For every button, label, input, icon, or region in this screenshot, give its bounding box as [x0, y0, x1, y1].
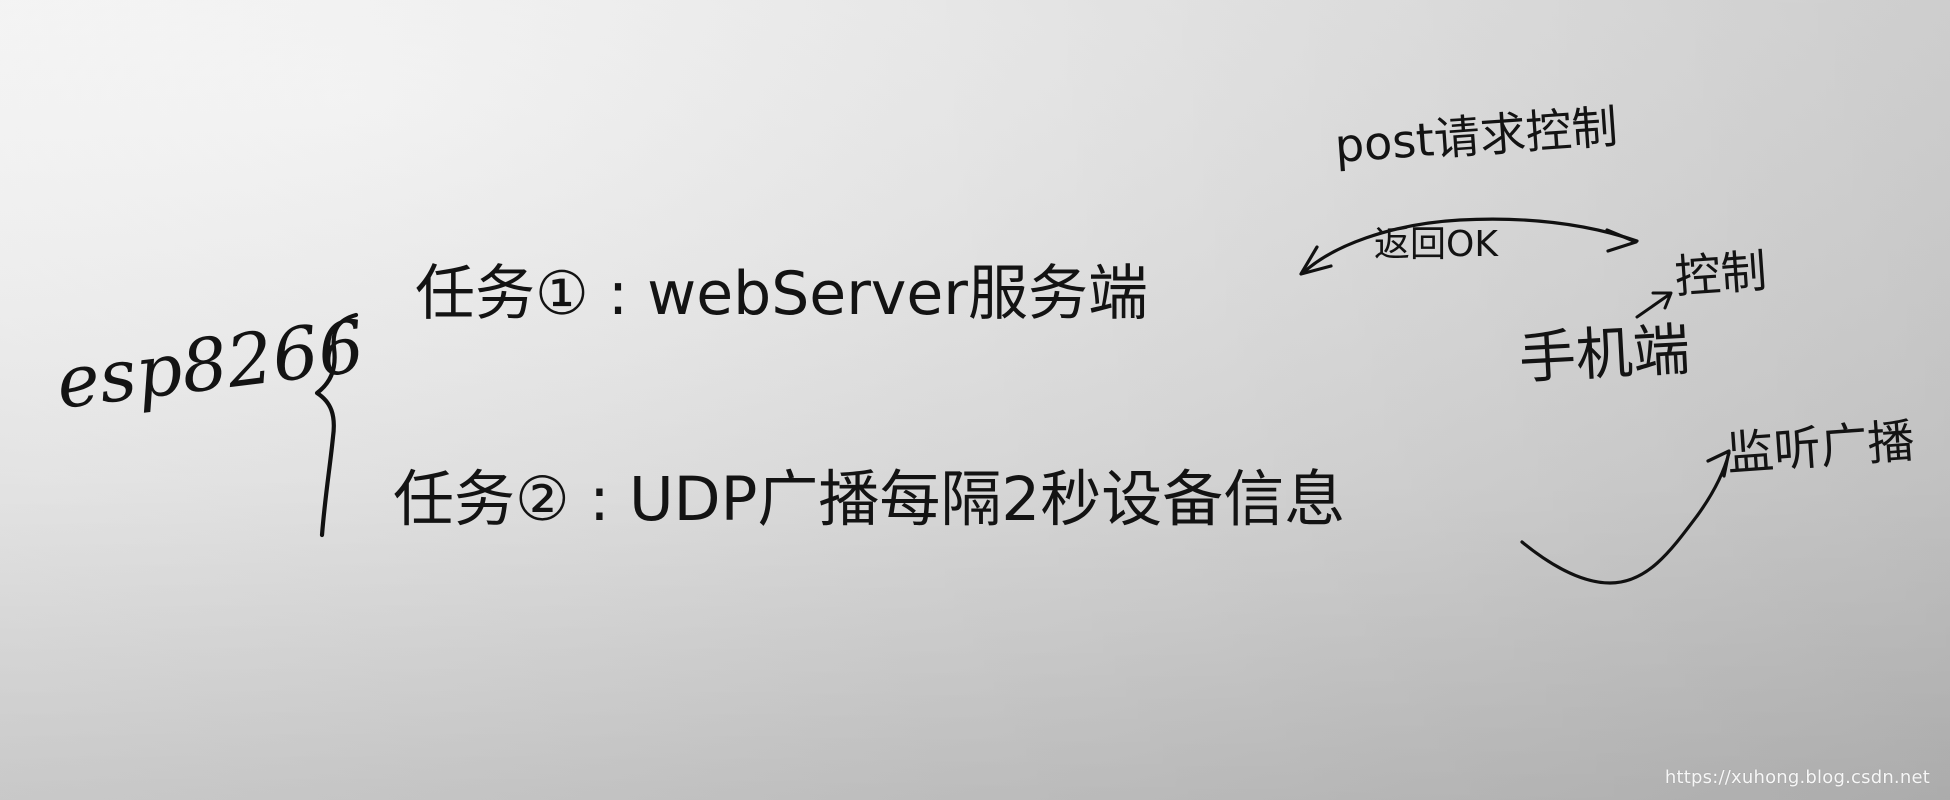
diagram-lines — [314, 217, 1731, 585]
post-request-control-label: post请求控制 — [1333, 99, 1619, 173]
control-small-arrow — [1635, 291, 1673, 319]
control-label: 控制 — [1673, 244, 1769, 304]
esp8266-label: esp8266 — [52, 304, 369, 425]
task-2-label: 任务② : UDP广播每隔2秒设备信息 — [393, 464, 1345, 535]
listen-arrowhead — [1706, 449, 1731, 478]
post-arrowhead-right — [1605, 228, 1638, 253]
post-curve-arrow — [1301, 217, 1639, 275]
listen-broadcast-label: 监听广播 — [1725, 414, 1916, 482]
brace-left — [314, 312, 359, 538]
listen-curve-arrow — [1520, 451, 1731, 585]
phone-side-label: 手机端 — [1517, 317, 1691, 392]
return-ok-label: 返回OK — [1374, 224, 1499, 265]
post-arrowhead-left — [1299, 245, 1333, 276]
task-1-label: 任务① : webServer服务端 — [415, 259, 1148, 329]
diagram-labels: esp8266 任务① : webServer服务端 任务② : UDP广播每隔… — [52, 99, 1917, 535]
watermark-text: https://xuhong.blog.csdn.net — [1664, 767, 1930, 788]
